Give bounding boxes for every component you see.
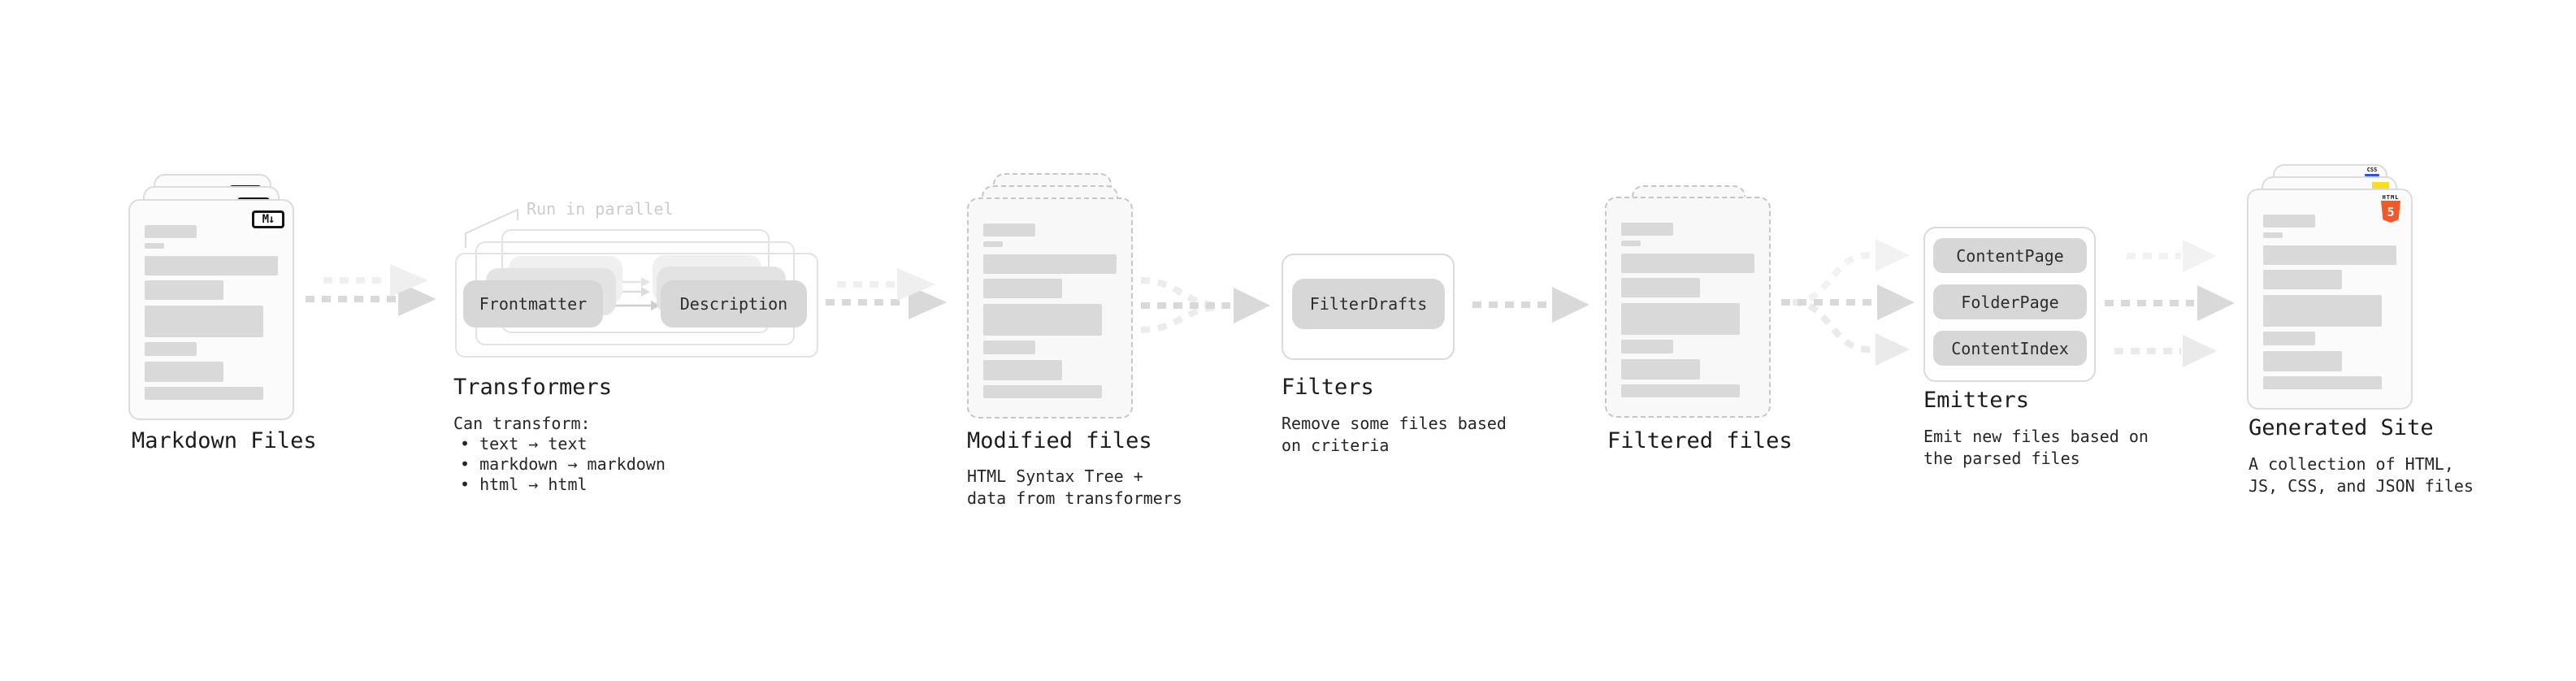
generated-site-caption: A collection of HTML, JS, CSS, and JSON … [2249,454,2474,496]
transformers-caption: Can transform: [453,414,591,433]
transformers-label: Transformers [453,375,613,400]
markdown-files-label: Markdown Files [132,428,317,453]
run-in-parallel-note: Run in parallel [527,199,674,219]
modified-file-card-front [967,197,1133,419]
modified-files-caption: HTML Syntax Tree + data from transformer… [967,466,1182,508]
transformers-bullet-list: • text → text • markdown → markdown • ht… [460,434,666,494]
modified-files-label: Modified files [967,428,1152,453]
generated-file-card-front: HTML 5 [2247,189,2413,410]
html5-icon: HTML 5 [2381,194,2400,223]
arrow-modified-to-filters [1140,277,1270,333]
file-content-placeholder [1607,198,1769,416]
arrow-filtered-to-emitters [1781,239,1915,366]
css-file-icon: CSS [2365,167,2379,176]
file-content-placeholder [130,201,293,419]
markdown-file-icon: M↓ [252,210,284,228]
markdown-file-card-front: M↓ [128,199,294,420]
filtered-file-card-front [1605,197,1771,418]
generated-site-label: Generated Site [2249,415,2434,440]
filterdrafts-pill: FilterDrafts [1292,279,1445,329]
filtered-files-label: Filtered files [1607,428,1793,453]
arrow-filters-to-filtered [1472,287,1589,323]
filters-caption: Remove some files based on criteria [1281,414,1507,455]
emitters-label: Emitters [1923,388,2030,413]
filters-label: Filters [1281,375,1374,400]
arrow-emitters-to-generated [2105,240,2235,367]
contentpage-pill: ContentPage [1933,238,2087,273]
description-pill: Description [661,280,807,327]
arrow-transformers-to-modified [826,268,947,319]
file-content-placeholder [2249,190,2411,408]
folderpage-pill: FolderPage [1933,284,2087,319]
emitters-caption: Emit new files based on the parsed files [1923,427,2149,468]
file-content-placeholder [969,199,1131,417]
contentindex-pill: ContentIndex [1933,331,2087,366]
transformer-box-front [455,253,818,358]
frontmatter-pill: Frontmatter [463,280,603,327]
arrow-markdown-to-transformers [306,264,436,316]
